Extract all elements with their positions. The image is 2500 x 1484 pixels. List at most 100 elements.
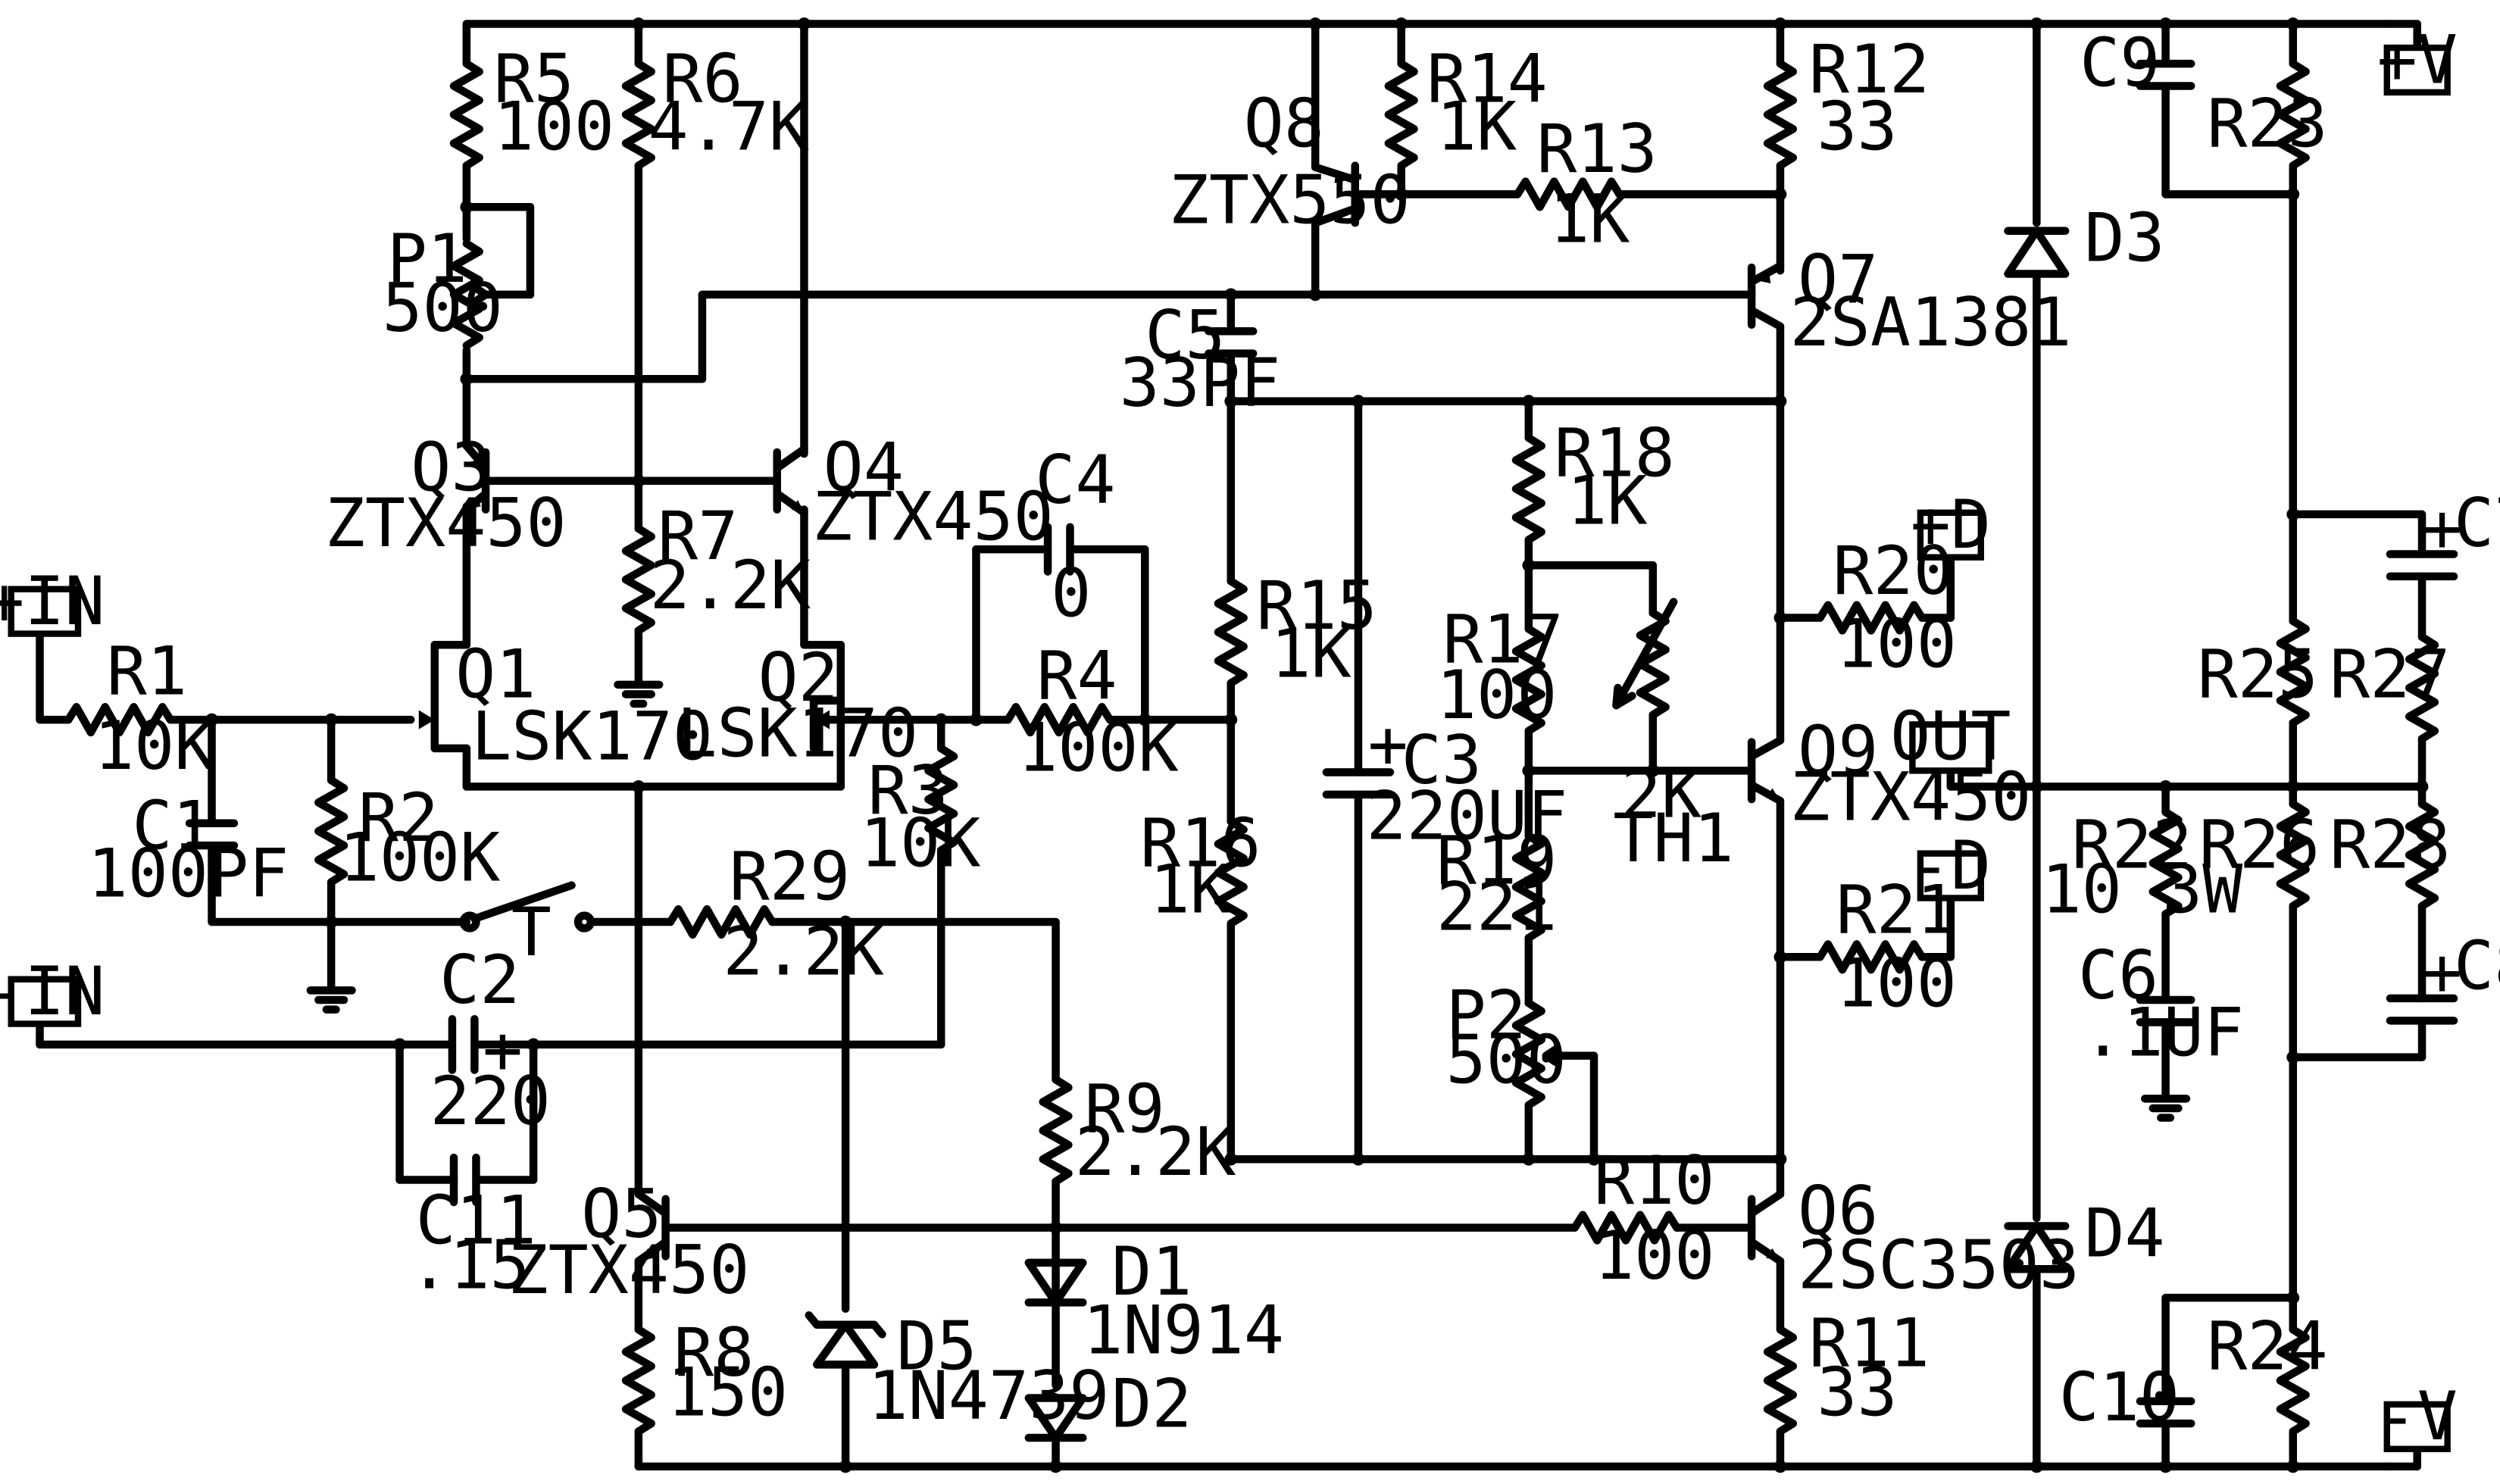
r19-value: 221	[1436, 868, 1557, 946]
r4-value: 100K	[1017, 708, 1179, 786]
r7-ref: R7	[658, 497, 738, 575]
ground-symbol-c6	[2145, 1098, 2186, 1117]
c2-polarity: +	[483, 1011, 523, 1089]
q1-jfet	[418, 641, 471, 753]
q3-transistor	[462, 442, 490, 514]
d1-ref: D1	[1111, 1233, 1192, 1311]
d1-part: 1N914	[1083, 1292, 1284, 1370]
r25-ref: R25	[2198, 636, 2318, 714]
r7-resistor	[626, 529, 652, 631]
r13-ref: R13	[1536, 110, 1657, 188]
component-labels: R5 100 R6 4.7K P1 500 Q3 ZTX450 Q4 ZTX45…	[88, 24, 2500, 1443]
potentiometers	[454, 244, 1678, 1105]
terminals: +V -V +IN -IN OUT +D -D	[0, 20, 2458, 1455]
r21-value: 100	[1836, 944, 1957, 1022]
terminal-minus-d: -D	[1911, 826, 1991, 904]
c6-ref: C6	[2078, 936, 2158, 1014]
c1-value: 100PF	[88, 834, 289, 912]
r19-ref: R19	[1436, 822, 1557, 900]
r11-ref: R11	[1809, 1304, 1930, 1382]
r17-value: 100	[1436, 656, 1557, 734]
q4-ref: Q4	[823, 428, 904, 506]
r9-ref: R9	[1084, 1070, 1164, 1148]
terminal-plus-d: +D	[1911, 486, 1991, 564]
r3-value: 10K	[860, 804, 980, 882]
p1-value: 500	[382, 269, 502, 347]
terminal-minus-v: -V	[2377, 1377, 2458, 1455]
r13-value: 1K	[1549, 180, 1630, 258]
d2-diode	[1024, 1394, 1087, 1442]
r11-value: 33	[1817, 1354, 1897, 1432]
r22-value: 10 3W	[2042, 850, 2244, 928]
p2-wiper	[1542, 1045, 1560, 1067]
q7-transistor	[1745, 261, 1785, 331]
r4-ref: R4	[1036, 637, 1117, 715]
r17-ref: R17	[1442, 600, 1563, 678]
d2-ref: D2	[1111, 1364, 1192, 1442]
r18-ref: R18	[1554, 414, 1674, 492]
c2-value: 220	[430, 1062, 551, 1140]
r9-resistor	[1043, 1079, 1069, 1182]
r22-ref: R22	[2072, 806, 2192, 884]
q4-transistor	[773, 445, 808, 517]
q8-transistor	[1311, 161, 1359, 227]
q7-ref: Q7	[1798, 240, 1878, 318]
r15-value: 1K	[1270, 614, 1351, 692]
r20-value: 100	[1836, 605, 1957, 683]
junction-dots	[205, 17, 2429, 1473]
c5-value: 33PF	[1120, 344, 1281, 422]
q4-part: ZTX450	[812, 478, 1054, 556]
transistors	[418, 161, 1785, 1265]
r12-value: 33	[1817, 88, 1897, 166]
r23-ref: R23	[2207, 84, 2327, 162]
q5-transistor	[634, 1190, 670, 1265]
q5-ref: Q5	[581, 1175, 661, 1253]
r29-value: 2.2K	[723, 912, 884, 990]
c7-polarity: +	[2422, 489, 2462, 567]
r8-resistor	[626, 1329, 652, 1432]
c3-capacitor	[1322, 768, 1395, 799]
r12-ref: R12	[1809, 30, 1930, 108]
p1-ref: P1	[387, 220, 467, 298]
c11-ref: C11	[416, 1182, 536, 1260]
q1-part: LSK170	[471, 698, 713, 776]
r6-value: 4.7K	[648, 88, 809, 166]
d3-diode	[2004, 227, 2070, 278]
r28-ref: R28	[2330, 806, 2450, 884]
d1-diode	[1024, 1258, 1087, 1307]
r12-resistor	[1767, 64, 1793, 166]
r16-ref: R16	[1140, 804, 1261, 882]
p2-ref: P2	[1446, 976, 1527, 1054]
d4-diode	[2004, 1222, 2070, 1273]
th1-value: 2K	[1621, 754, 1702, 833]
c6-value: .1UF	[2083, 994, 2244, 1072]
c1-ref: C1	[132, 786, 212, 864]
diodes	[805, 227, 2070, 1442]
c8-ref: C8	[2454, 926, 2500, 1004]
r14-resistor	[1389, 64, 1414, 166]
r24-ref: R24	[2207, 1307, 2327, 1386]
r15-resistor	[1218, 581, 1244, 683]
c3-value: 220UF	[1366, 777, 1567, 855]
c11-value: .15	[409, 1226, 530, 1304]
capacitors	[185, 59, 2458, 1428]
switch-label: T	[511, 893, 552, 971]
c11-capacitor	[449, 1153, 480, 1207]
c5-capacitor	[1205, 326, 1258, 358]
r10-value: 100	[1594, 1217, 1714, 1295]
r29-ref: R29	[730, 838, 850, 916]
r18-resistor	[1516, 438, 1542, 540]
terminal-minus-in: -IN	[0, 952, 105, 1030]
r1-ref: R1	[107, 632, 187, 710]
d4-ref: D4	[2084, 1194, 2164, 1272]
r21-ref: R21	[1836, 871, 1957, 949]
c9-capacitor	[2136, 59, 2195, 90]
q3-ref: Q3	[411, 428, 491, 506]
q5-part: ZTX450	[508, 1231, 750, 1309]
r3-ref: R3	[868, 751, 948, 829]
r20-ref: R20	[1833, 532, 1953, 610]
r18-value: 1K	[1567, 462, 1647, 540]
q7-part: 2SA1381	[1790, 283, 2072, 361]
th1-ref: TH1	[1613, 799, 1733, 877]
wires	[36, 20, 2427, 1471]
